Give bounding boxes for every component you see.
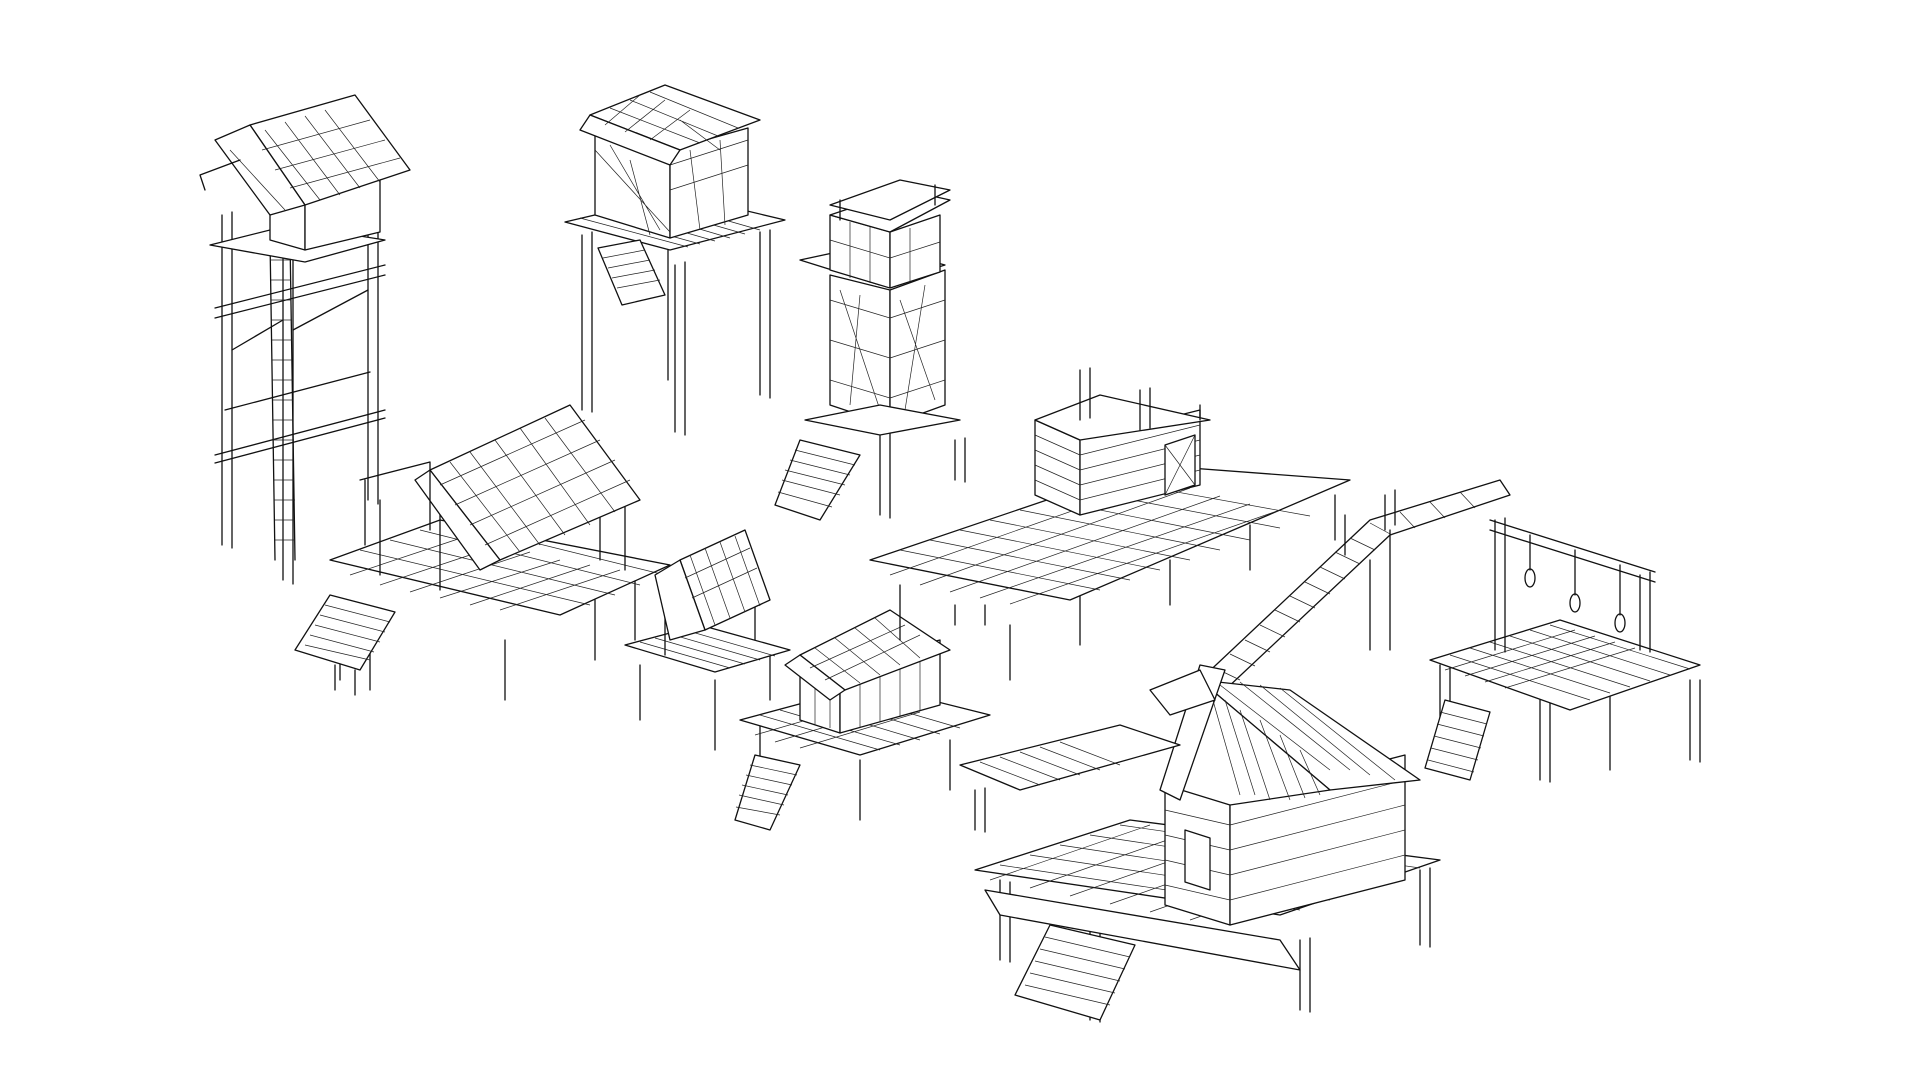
watchtower-with-ladder	[199, 94, 411, 585]
gable-roof-deck-with-stairs	[294, 404, 671, 701]
large-central-hut	[959, 664, 1441, 1023]
tall-tower-hut	[774, 179, 966, 521]
long-dock-cabin	[869, 367, 1351, 681]
small-cabin-on-deck	[734, 609, 991, 831]
rope-bridge-walkway	[1199, 479, 1511, 691]
stilt-hut-high	[564, 84, 786, 436]
gallows-platform	[1424, 517, 1701, 783]
small-roofed-platform	[624, 529, 791, 751]
